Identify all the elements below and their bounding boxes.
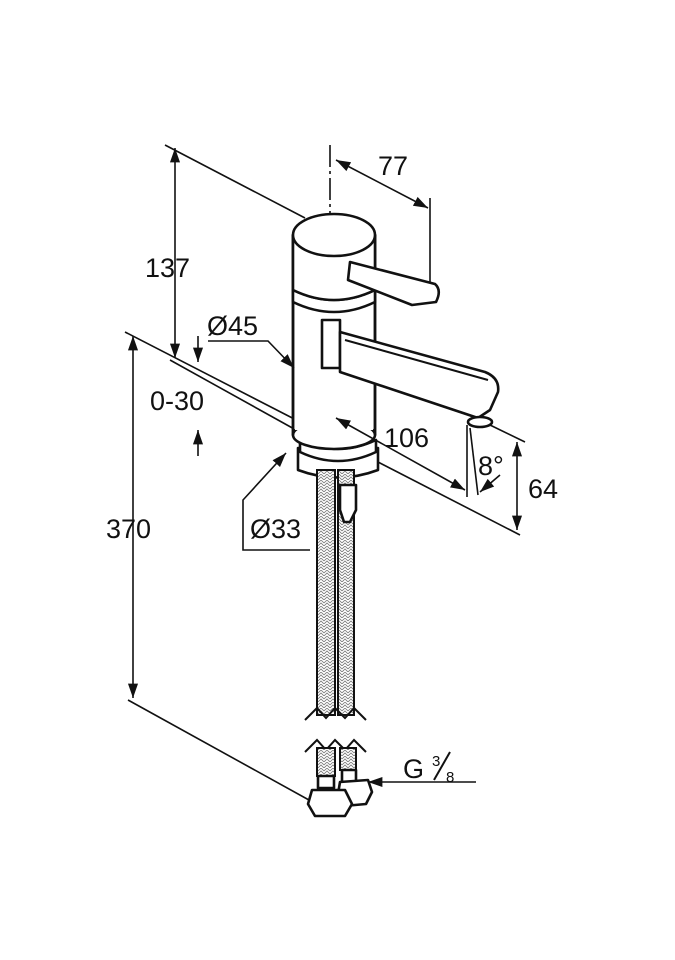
svg-text:8: 8 bbox=[446, 769, 454, 786]
dimension-arrows bbox=[127, 148, 523, 788]
lever-handle bbox=[346, 260, 441, 307]
hex-nut-left bbox=[306, 788, 354, 818]
dim-diameter-33: Ø33 bbox=[250, 514, 301, 544]
dim-diameter-45: Ø45 bbox=[207, 311, 258, 341]
svg-text:3: 3 bbox=[432, 753, 440, 770]
spout bbox=[338, 330, 500, 420]
lever-cap bbox=[291, 212, 377, 258]
dim-0-30: 0-30 bbox=[150, 386, 204, 416]
thread-size-label: G 3 8 bbox=[403, 751, 454, 786]
hoses bbox=[304, 469, 374, 818]
faucet-body bbox=[291, 212, 500, 479]
dim-137: 137 bbox=[145, 253, 190, 283]
dim-370: 370 bbox=[106, 514, 151, 544]
dim-64: 64 bbox=[528, 474, 558, 504]
dim-8-degrees: 8° bbox=[478, 451, 504, 481]
svg-text:G: G bbox=[403, 754, 424, 784]
dim-77: 77 bbox=[378, 151, 408, 181]
dim-106: 106 bbox=[384, 423, 429, 453]
